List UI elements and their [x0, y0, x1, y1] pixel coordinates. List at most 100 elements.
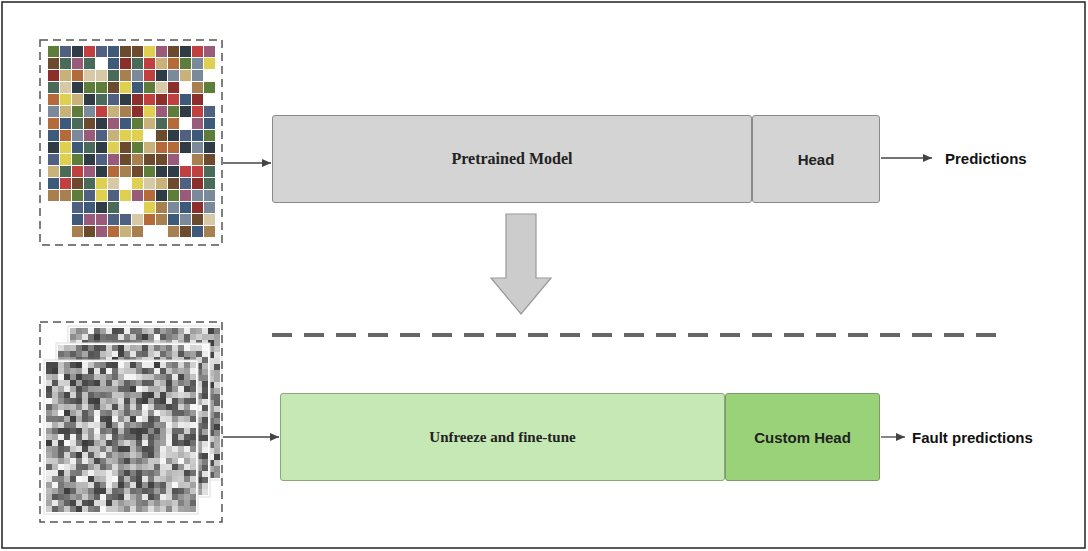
noise-pixel: [190, 482, 196, 488]
noise-pixel: [160, 422, 166, 428]
thumbnail: [120, 94, 131, 105]
noise-pixel: [154, 416, 160, 422]
noise-pixel: [112, 328, 118, 334]
noise-pixel: [106, 410, 112, 416]
noise-pixel: [46, 488, 52, 494]
noise-pixel: [46, 380, 52, 386]
thumbnail: [72, 94, 83, 105]
noise-pixel: [124, 434, 130, 440]
noise-pixel: [130, 392, 136, 398]
noise-pixel: [190, 398, 196, 404]
noise-pixel: [202, 417, 208, 423]
thumbnail: [60, 154, 71, 165]
noise-pixel: [88, 416, 94, 422]
noise-pixel: [214, 388, 220, 394]
thumbnail: [60, 166, 71, 177]
noise-pixel: [64, 410, 70, 416]
thumbnail: [192, 58, 203, 69]
thumbnail: [84, 82, 95, 93]
thumbnail: [144, 118, 155, 129]
noise-pixel: [106, 334, 112, 340]
noise-pixel: [46, 452, 52, 458]
thumbnail: [156, 142, 167, 153]
noise-pixel: [94, 398, 100, 404]
noise-pixel: [160, 428, 166, 434]
thumbnail: [96, 190, 107, 201]
noise-pixel: [106, 404, 112, 410]
thumbnail: [204, 82, 215, 93]
thumbnail: [204, 190, 215, 201]
noise-pixel: [160, 368, 166, 374]
thumbnail: [96, 226, 107, 237]
thumbnail: [192, 130, 203, 141]
noise-pixel: [46, 392, 52, 398]
noise-pixel: [76, 428, 82, 434]
noise-pixel: [76, 488, 82, 494]
noise-pixel: [58, 452, 64, 458]
thumbnail: [180, 130, 191, 141]
noise-pixel: [88, 386, 94, 392]
noise-pixel: [142, 464, 148, 470]
noise-pixel: [52, 446, 58, 452]
noise-pixel: [94, 328, 100, 334]
noise-pixel: [154, 410, 160, 416]
noise-pixel: [124, 362, 130, 368]
noise-pixel: [106, 422, 112, 428]
noise-pixel: [142, 398, 148, 404]
noise-pixel: [94, 458, 100, 464]
noise-pixel: [64, 464, 70, 470]
noise-pixel: [88, 422, 94, 428]
noise-pixel: [124, 410, 130, 416]
noise-pixel: [112, 422, 118, 428]
noise-pixel: [148, 345, 154, 351]
noise-pixel: [58, 416, 64, 422]
noise-pixel: [130, 404, 136, 410]
thumbnail: [108, 190, 119, 201]
noise-pixel: [184, 416, 190, 422]
noise-pixel: [82, 440, 88, 446]
thumbnail: [108, 58, 119, 69]
noise-pixel: [88, 464, 94, 470]
thumbnail: [204, 58, 215, 69]
noise-pixel: [58, 362, 64, 368]
image-collage: [48, 46, 215, 237]
noise-pixel: [154, 328, 160, 334]
noise-pixel: [130, 476, 136, 482]
noise-pixel: [148, 458, 154, 464]
noise-pixel: [112, 464, 118, 470]
noise-pixel: [130, 380, 136, 386]
noise-pixel: [202, 328, 208, 334]
noise-pixel: [214, 466, 220, 472]
noise-pixel: [130, 422, 136, 428]
noise-pixel: [166, 392, 172, 398]
noise-pixel: [64, 422, 70, 428]
noise-pixel: [184, 374, 190, 380]
noise-pixel: [94, 488, 100, 494]
noise-pixel: [58, 434, 64, 440]
noise-pixel: [124, 404, 130, 410]
thumbnail: [96, 118, 107, 129]
noise-pixel: [124, 458, 130, 464]
noise-pixel: [82, 434, 88, 440]
noise-pixel: [82, 392, 88, 398]
noise-pixel: [112, 345, 118, 351]
noise-pixel: [142, 386, 148, 392]
noise-pixel: [118, 362, 124, 368]
noise-pixel: [178, 416, 184, 422]
noise-pixel: [148, 482, 154, 488]
noise-pixel: [100, 488, 106, 494]
noise-pixel: [184, 434, 190, 440]
noise-pixel: [70, 428, 76, 434]
noise-pixel: [178, 482, 184, 488]
noise-pixel: [70, 368, 76, 374]
noise-pixel: [178, 351, 184, 357]
noise-pixel: [118, 458, 124, 464]
noise-pixel: [214, 352, 220, 358]
noise-pixel: [184, 476, 190, 482]
noise-pixel: [76, 398, 82, 404]
noise-pixel: [82, 458, 88, 464]
noise-pixel: [166, 404, 172, 410]
noise-pixel: [184, 386, 190, 392]
thumbnail: [156, 202, 167, 213]
thumbnail: [84, 226, 95, 237]
